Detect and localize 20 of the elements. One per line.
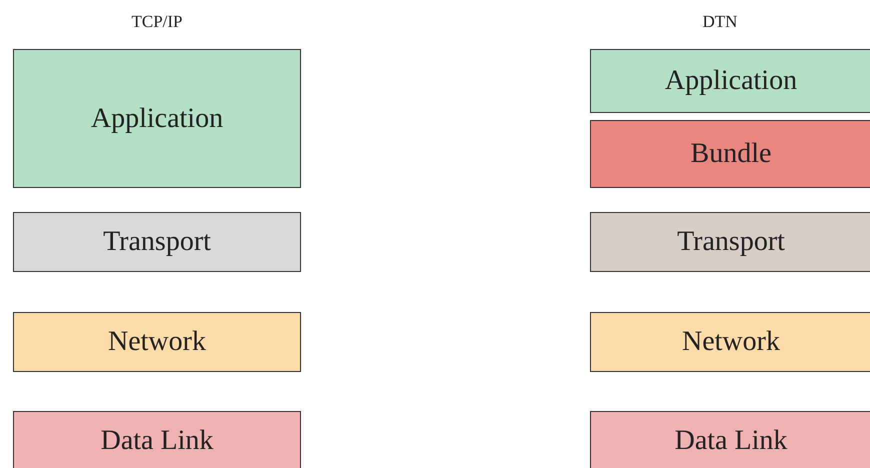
layer-name: Data Link <box>674 425 788 457</box>
layer-box <box>590 312 870 372</box>
layer-box <box>590 212 870 272</box>
layer-name: Network <box>108 326 206 358</box>
layer-name: Data Link <box>100 425 214 457</box>
layer-box <box>13 312 301 372</box>
stack-heading: TCP/IP <box>131 12 183 32</box>
layer-box <box>13 411 301 468</box>
layer-name: Transport <box>103 226 211 258</box>
layer-box <box>13 212 301 272</box>
layer-name: Application <box>664 65 798 97</box>
layer-name: Bundle <box>690 138 772 170</box>
layer-name: Network <box>682 326 780 358</box>
layer-name: Application <box>90 102 224 134</box>
layer-box <box>590 411 870 468</box>
stack-heading: DTN <box>702 12 738 32</box>
layer-name: Transport <box>677 226 785 258</box>
layer-box <box>13 49 301 188</box>
layer-box <box>590 120 870 188</box>
layer-box <box>590 49 870 113</box>
